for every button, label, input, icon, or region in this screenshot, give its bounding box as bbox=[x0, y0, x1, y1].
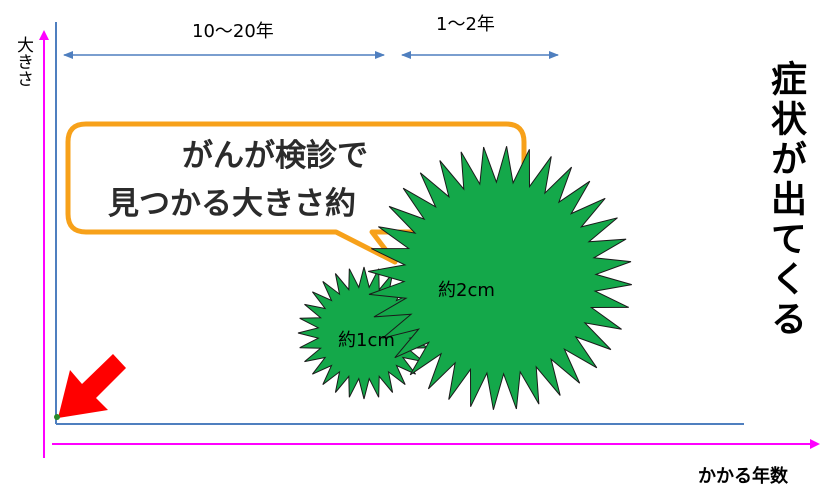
tumor-small-label: 約1cm bbox=[338, 330, 395, 351]
span-label-10-20: 10〜20年 bbox=[192, 21, 274, 42]
red-pointer-arrow bbox=[58, 354, 126, 418]
span-label-1-2: 1〜2年 bbox=[436, 14, 495, 35]
y-axis-label: 大きさ bbox=[13, 36, 33, 87]
callout-line-1: がんが検診で bbox=[182, 138, 368, 174]
callout-line-2: 見つかる大きさ約 bbox=[108, 186, 356, 222]
origin-dot bbox=[54, 414, 60, 420]
x-axis-label: かかる年数 bbox=[698, 466, 788, 487]
tumor-large-label: 約2cm bbox=[438, 280, 495, 301]
tumor-large bbox=[368, 146, 632, 410]
symptom-text: 症状が出てくる bbox=[765, 60, 806, 340]
